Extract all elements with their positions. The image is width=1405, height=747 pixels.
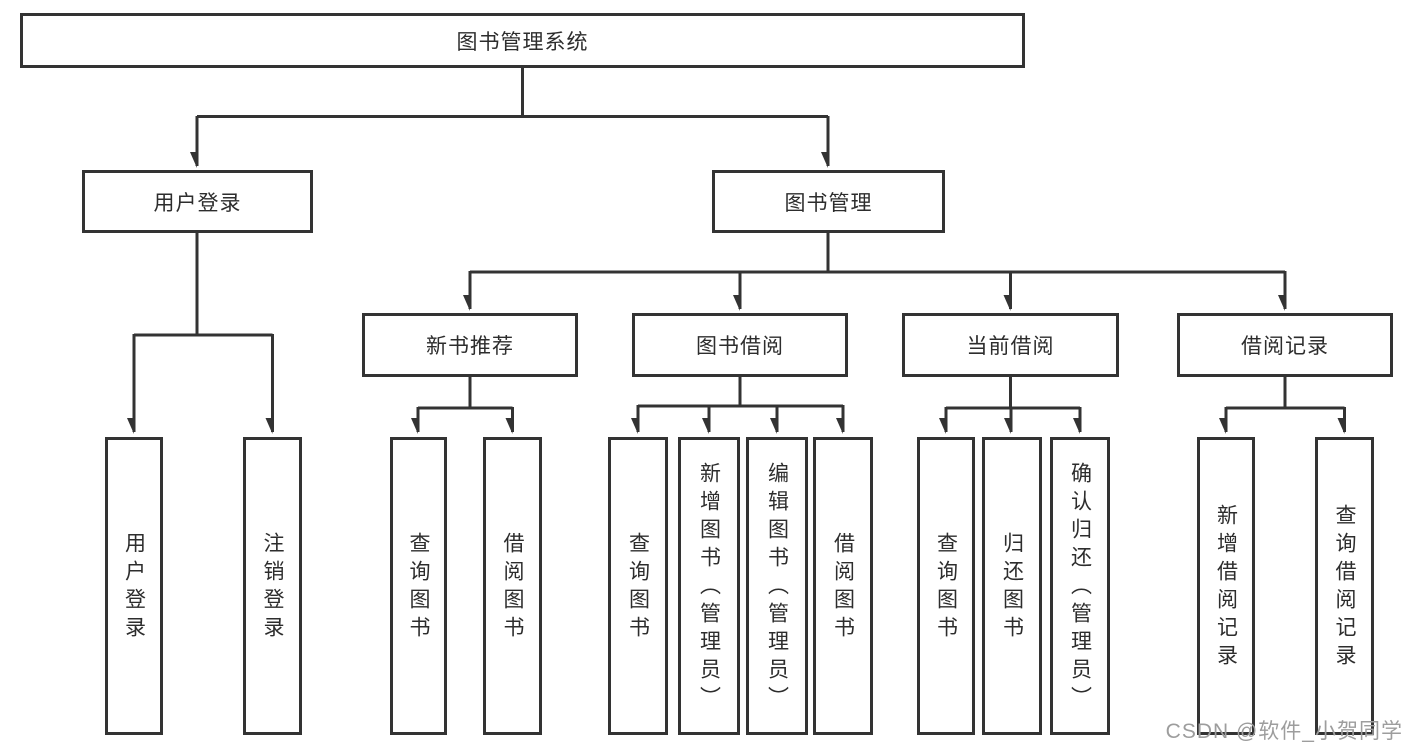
leaf-query-borrow-record: 查询借阅记录 xyxy=(1315,437,1374,735)
node-library-system: 图书管理系统 xyxy=(20,13,1025,68)
node-user-login: 用户登录 xyxy=(82,170,313,233)
node-borrow-records: 借阅记录 xyxy=(1177,313,1393,377)
leaf-logout-login: 注销登录 xyxy=(243,437,302,735)
leaf-query-book-borrow: 查询图书 xyxy=(608,437,668,735)
leaf-confirm-return-admin: 确认归还（管理员） xyxy=(1050,437,1110,735)
leaf-user-login: 用户登录 xyxy=(105,437,163,735)
leaf-return-book: 归还图书 xyxy=(982,437,1042,735)
watermark: CSDN @软件_小贺同学 xyxy=(1165,720,1403,743)
node-current-borrow: 当前借阅 xyxy=(902,313,1119,377)
leaf-borrow-book: 借阅图书 xyxy=(813,437,873,735)
leaf-query-book-recommend: 查询图书 xyxy=(390,437,447,735)
leaf-edit-book-admin: 编辑图书（管理员） xyxy=(746,437,808,735)
node-new-book-recommend: 新书推荐 xyxy=(362,313,578,377)
leaf-add-book-admin: 新增图书（管理员） xyxy=(678,437,740,735)
leaf-borrow-book-recommend: 借阅图书 xyxy=(483,437,542,735)
leaf-add-borrow-record: 新增借阅记录 xyxy=(1197,437,1255,735)
node-book-borrow: 图书借阅 xyxy=(632,313,848,377)
leaf-query-book-current: 查询图书 xyxy=(917,437,975,735)
node-book-management: 图书管理 xyxy=(712,170,945,233)
